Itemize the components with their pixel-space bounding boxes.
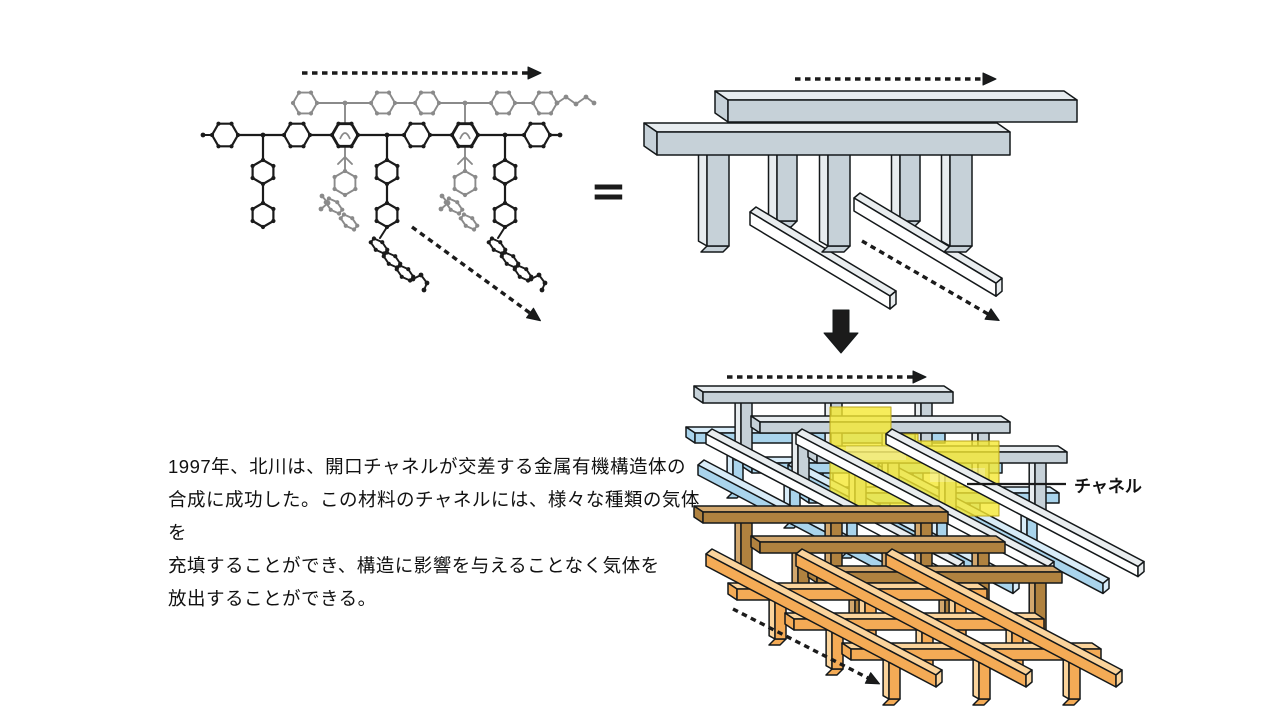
description-line-4: 放出することができる。	[168, 588, 377, 609]
comb-unit	[643, 122, 1011, 253]
description-line-3: 充填することができ、構造に影響を与えることなく気体を	[168, 555, 660, 576]
channel-label: チャネル	[1074, 477, 1142, 496]
interpenetrated-framework-diagram	[685, 370, 1145, 706]
stacking-direction-arrow-icon	[861, 239, 1000, 321]
description-text: 1997年、北川は、開口チャネルが交差する金属有機構造体の 合成に成功した。この…	[168, 450, 713, 615]
molecular-structure-diagram	[200, 66, 597, 322]
rail-beam	[795, 548, 1033, 688]
rail-beam	[853, 192, 1003, 297]
stacking-direction-arrow-icon	[410, 225, 541, 322]
transformation-down-arrow-icon	[823, 309, 859, 354]
flow-direction-arrow-icon	[795, 72, 997, 86]
stacking-direction-arrow-icon	[732, 607, 881, 685]
equivalence-equals-sign: =	[590, 166, 627, 217]
rail-beam	[705, 548, 943, 688]
description-line-2: 合成に成功した。この材料のチャネルには、様々な種類の気体を	[168, 489, 700, 543]
comb-unit	[714, 90, 1078, 228]
rod-framework-schematic	[643, 72, 1078, 321]
flow-direction-arrow-icon	[302, 66, 542, 80]
flow-direction-arrow-icon	[727, 370, 927, 384]
polymer-chain-front	[200, 121, 563, 293]
rail-beam	[885, 548, 1123, 688]
comb-unit	[693, 505, 949, 581]
rail-beam	[885, 428, 1145, 578]
description-line-1: 1997年、北川は、開口チャネルが交差する金属有機構造体の	[168, 456, 686, 477]
polymer-chain-back	[290, 90, 597, 232]
